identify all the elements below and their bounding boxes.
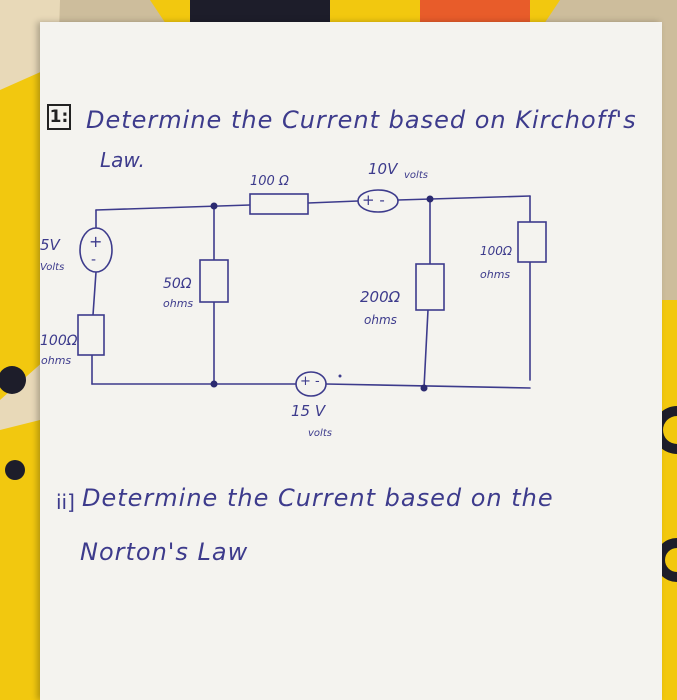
resistor-right bbox=[517, 221, 547, 263]
question1-line1: Determine the Current based on Kirchoff'… bbox=[86, 106, 637, 134]
source-bottom-value: 15 V bbox=[291, 402, 326, 420]
resistor-middle-unit: ohms bbox=[163, 297, 194, 310]
resistor-center-right bbox=[415, 263, 445, 311]
resistor-left-value: 100Ω bbox=[40, 333, 78, 349]
resistor-left bbox=[77, 314, 105, 356]
source-top-value: 10V bbox=[368, 160, 398, 178]
source-left-polarity-plus: + bbox=[89, 232, 103, 251]
question1-line2: Law. bbox=[100, 148, 145, 172]
source-left bbox=[79, 227, 113, 273]
source-left-unit: Volts bbox=[40, 262, 65, 273]
resistor-center-right-unit: ohms bbox=[364, 313, 397, 327]
node-top-middle bbox=[210, 202, 218, 210]
node-bottom-right bbox=[420, 384, 428, 392]
resistor-center-right-value: 200Ω bbox=[360, 288, 401, 306]
source-top-unit: volts bbox=[404, 170, 428, 181]
node-top-right bbox=[426, 195, 434, 203]
source-bottom bbox=[295, 371, 327, 397]
resistor-left-unit: ohms bbox=[41, 354, 72, 367]
source-top-polarity: + - bbox=[362, 191, 385, 209]
source-left-polarity-minus: - bbox=[91, 252, 97, 268]
paper-sheet bbox=[40, 22, 662, 700]
resistor-top bbox=[249, 193, 309, 215]
question2-line1: Determine the Current based on the bbox=[82, 484, 554, 512]
resistor-middle-value: 50Ω bbox=[163, 276, 192, 292]
source-top bbox=[357, 189, 399, 213]
source-bottom-polarity: + - bbox=[300, 374, 320, 389]
resistor-right-value: 100Ω bbox=[480, 244, 513, 258]
source-bottom-unit: volts bbox=[308, 428, 332, 439]
question2-line2: Norton's Law bbox=[80, 538, 249, 566]
resistor-top-value: 100 Ω bbox=[250, 174, 289, 189]
node-bottom-middle bbox=[210, 380, 218, 388]
resistor-middle bbox=[199, 259, 229, 303]
source-left-value: 5V bbox=[40, 236, 60, 254]
question2-number: ii] bbox=[56, 490, 75, 514]
question1-number: 1: bbox=[47, 104, 71, 130]
resistor-right-unit: ohms bbox=[480, 268, 511, 281]
